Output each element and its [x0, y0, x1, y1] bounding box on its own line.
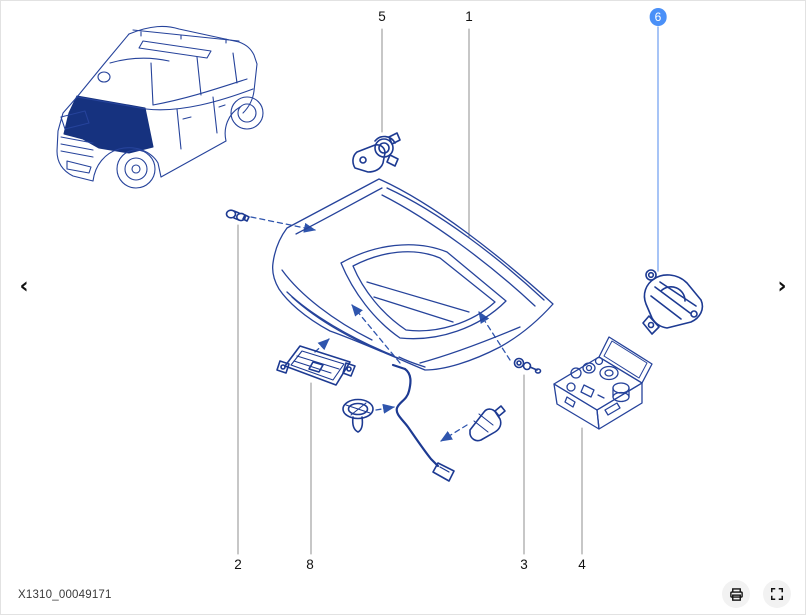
part-grommet-drawing[interactable] [342, 398, 374, 433]
diagram-code: X1310_00049171 [18, 589, 112, 601]
part-clip-drawing[interactable] [225, 209, 250, 222]
printer-icon [729, 587, 743, 601]
part-label-6-selected[interactable]: 6 [649, 8, 667, 26]
part-hood-drawing[interactable] [272, 178, 554, 371]
part-label-5[interactable]: 5 [378, 9, 386, 24]
footer-actions [722, 580, 791, 608]
part-label-2[interactable]: 2 [234, 557, 242, 572]
print-button[interactable] [722, 580, 750, 608]
part-label-8[interactable]: 8 [306, 557, 314, 572]
part-kit-box-drawing[interactable] [553, 336, 653, 430]
leader-lines [237, 28, 583, 555]
part-cable-drawing[interactable] [391, 363, 455, 482]
connector-arrows [250, 216, 511, 442]
fullscreen-icon [770, 587, 784, 601]
prev-diagram-button[interactable]: ‹ [11, 272, 37, 302]
part-latch-drawing[interactable] [276, 345, 356, 386]
thumbnail-hood-highlight [63, 95, 154, 154]
chevron-right-icon: › [777, 274, 787, 299]
part-lock-drawing[interactable] [642, 269, 704, 335]
part-buffer-drawing[interactable] [469, 405, 506, 442]
part-label-1[interactable]: 1 [465, 9, 473, 24]
part-label-3[interactable]: 3 [520, 557, 528, 572]
chevron-left-icon: ‹ [19, 274, 29, 299]
part-bolt-drawing[interactable] [513, 357, 542, 374]
fullscreen-button[interactable] [763, 580, 791, 608]
part-label-4[interactable]: 4 [578, 557, 586, 572]
vehicle-thumbnail [56, 25, 264, 189]
next-diagram-button[interactable]: › [769, 272, 795, 302]
part-hinge-drawing[interactable] [352, 132, 401, 173]
